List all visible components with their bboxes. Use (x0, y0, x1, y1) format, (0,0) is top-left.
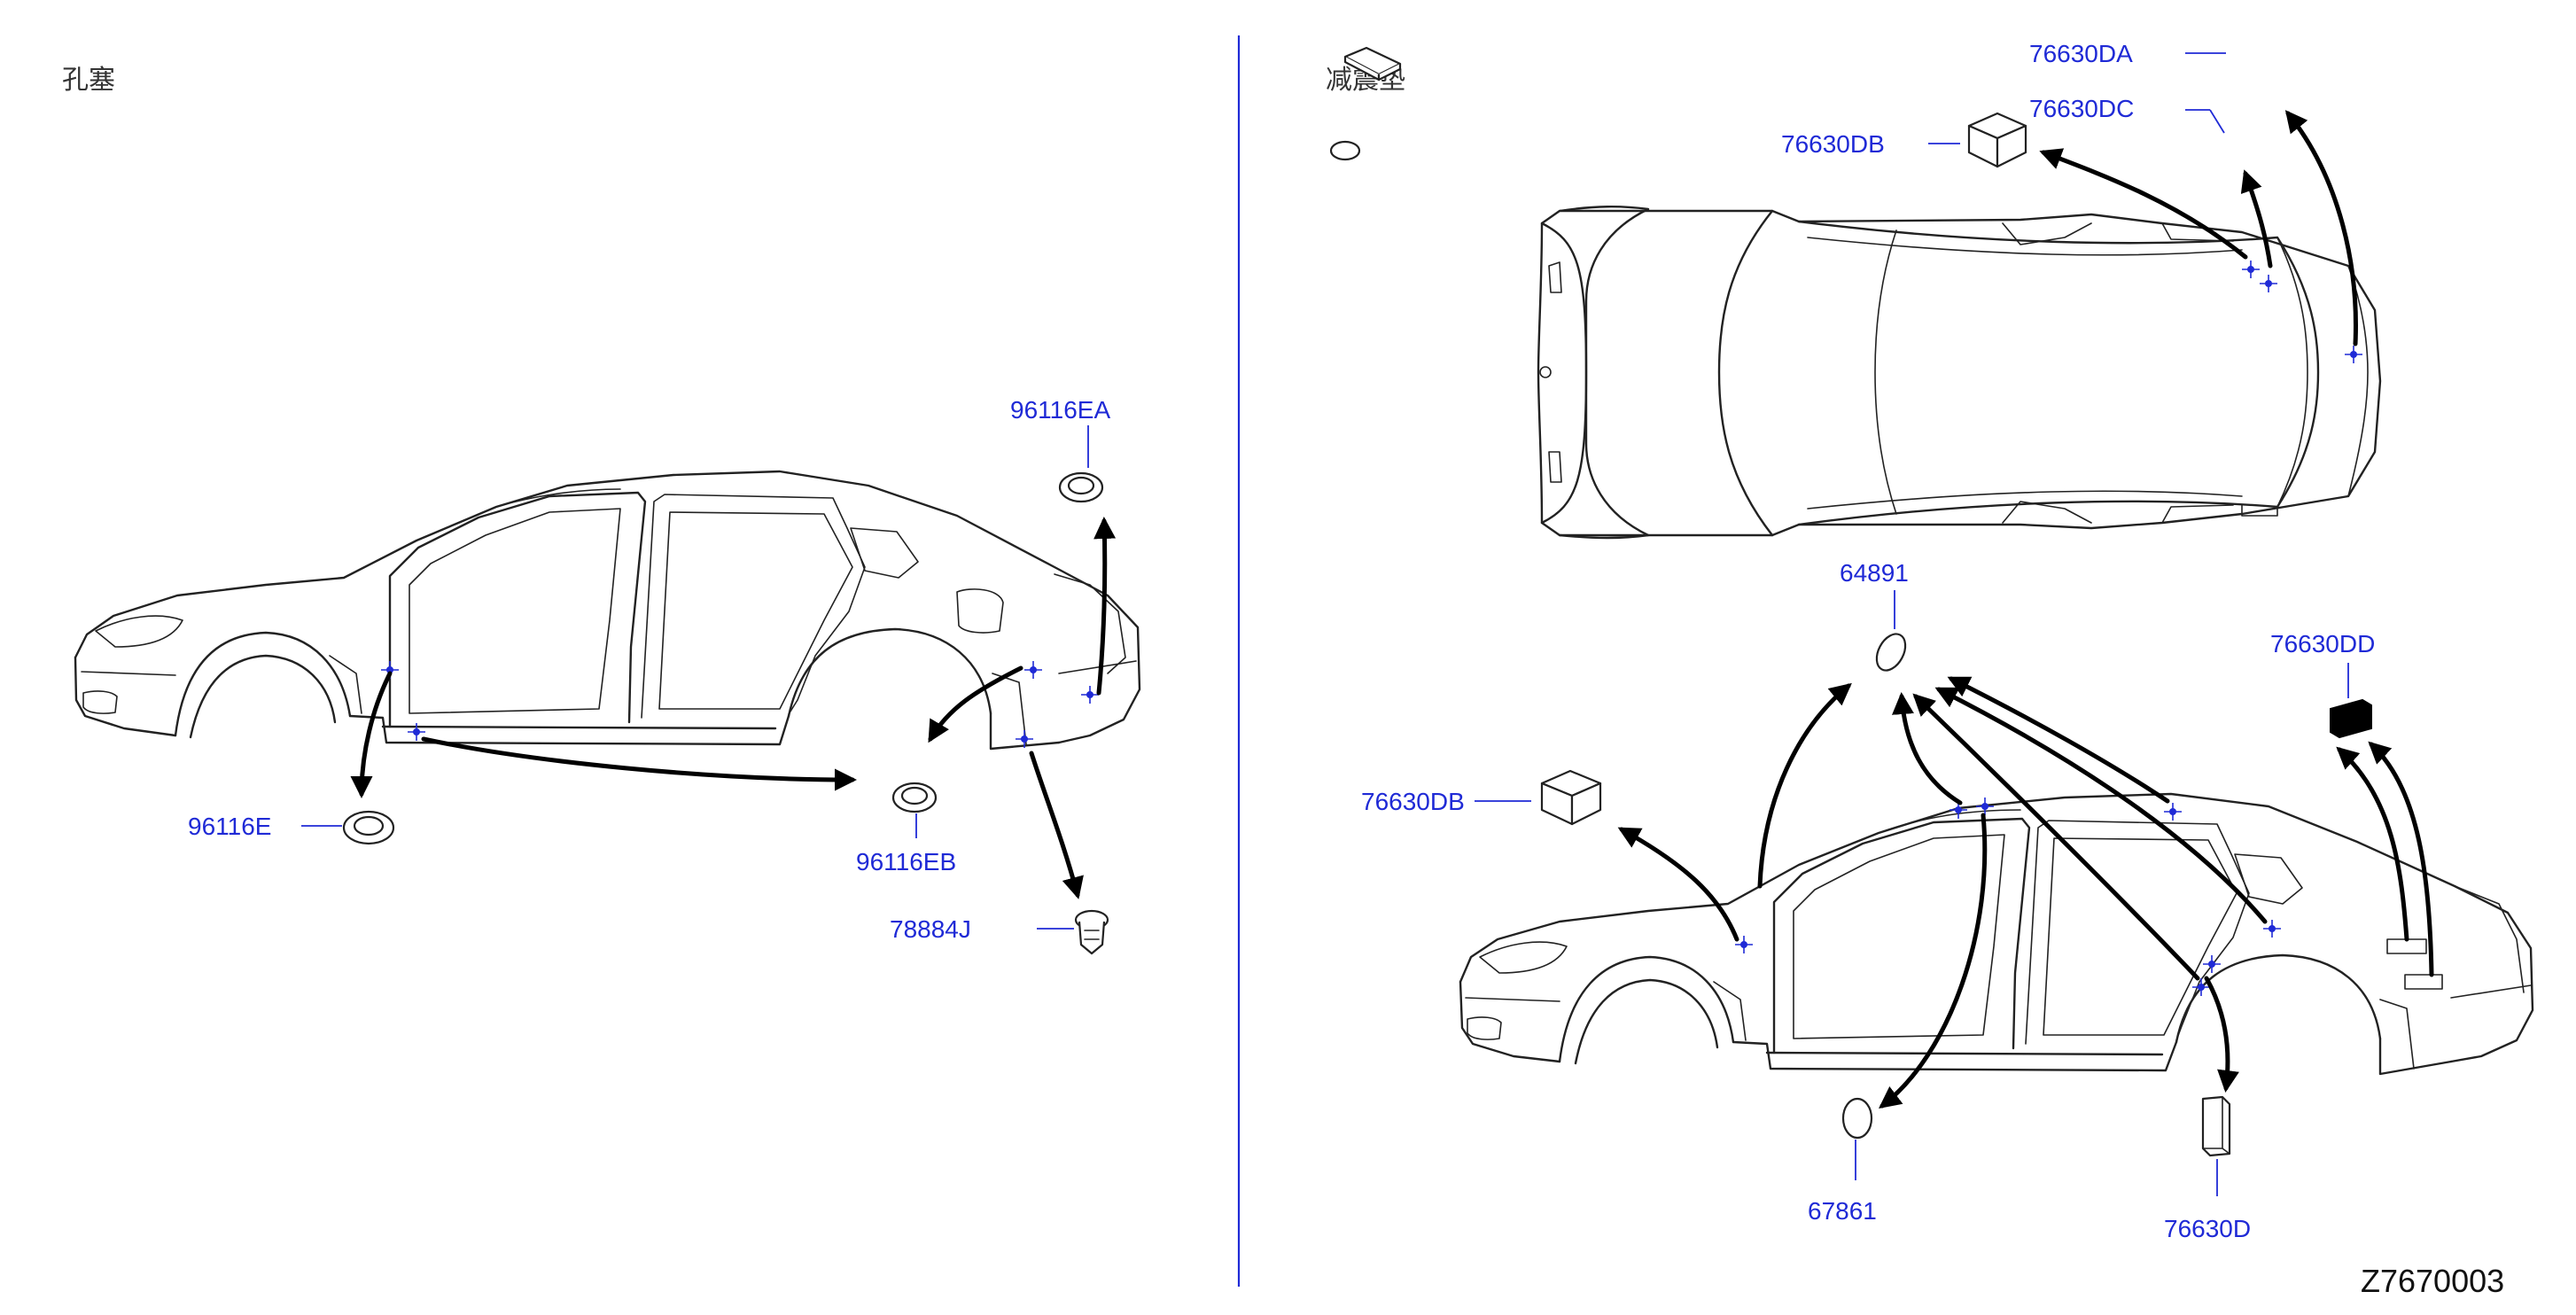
diagram-number: Z7670003 (2361, 1263, 2504, 1299)
block-76630DB-side-icon[interactable] (1540, 769, 1602, 826)
left-section-title: 孔塞 (62, 65, 115, 96)
pad-76630D-icon[interactable] (2201, 1095, 2231, 1157)
attachment-points (381, 261, 2362, 996)
part-label-64891[interactable]: 64891 (1840, 559, 1909, 587)
part-label-67861[interactable]: 67861 (1808, 1197, 1877, 1225)
pad-76630DC-icon[interactable] (1329, 140, 1361, 161)
part-label-96116E[interactable]: 96116E (188, 813, 271, 840)
grommet-96116EB-icon[interactable] (891, 782, 938, 813)
part-label-76630DD[interactable]: 76630DD (2270, 630, 2375, 658)
part-label-78884J[interactable]: 78884J (890, 915, 971, 943)
part-label-96116EB[interactable]: 96116EB (856, 848, 956, 875)
part-label-76630D[interactable]: 76630D (2164, 1215, 2251, 1242)
pad-76630DA-icon[interactable] (1343, 46, 1402, 82)
part-label-76630DA[interactable]: 76630DA (2029, 40, 2133, 67)
part-label-96116EA[interactable]: 96116EA (1010, 396, 1110, 424)
block-76630DB-top-icon[interactable] (1967, 112, 2027, 168)
grommet-96116E-icon[interactable] (342, 810, 395, 845)
part-label-76630DB-side[interactable]: 76630DB (1361, 788, 1465, 815)
leader-lines (301, 52, 2349, 1196)
pad-67861-icon[interactable] (1841, 1097, 1873, 1140)
part-label-76630DB-top[interactable]: 76630DB (1781, 130, 1885, 158)
clip-78884J-icon[interactable] (1074, 909, 1109, 955)
block-76630DD-icon[interactable] (2330, 698, 2372, 739)
grommet-96116EA-icon[interactable] (1058, 471, 1104, 503)
left-car-side-view (74, 470, 1141, 751)
assembly-arrows (350, 110, 2434, 1109)
right-car-top-view (1537, 206, 2382, 540)
pad-64891-icon[interactable] (1871, 629, 1911, 675)
right-car-side-view (1459, 792, 2534, 1076)
part-label-76630DC[interactable]: 76630DC (2029, 95, 2134, 122)
